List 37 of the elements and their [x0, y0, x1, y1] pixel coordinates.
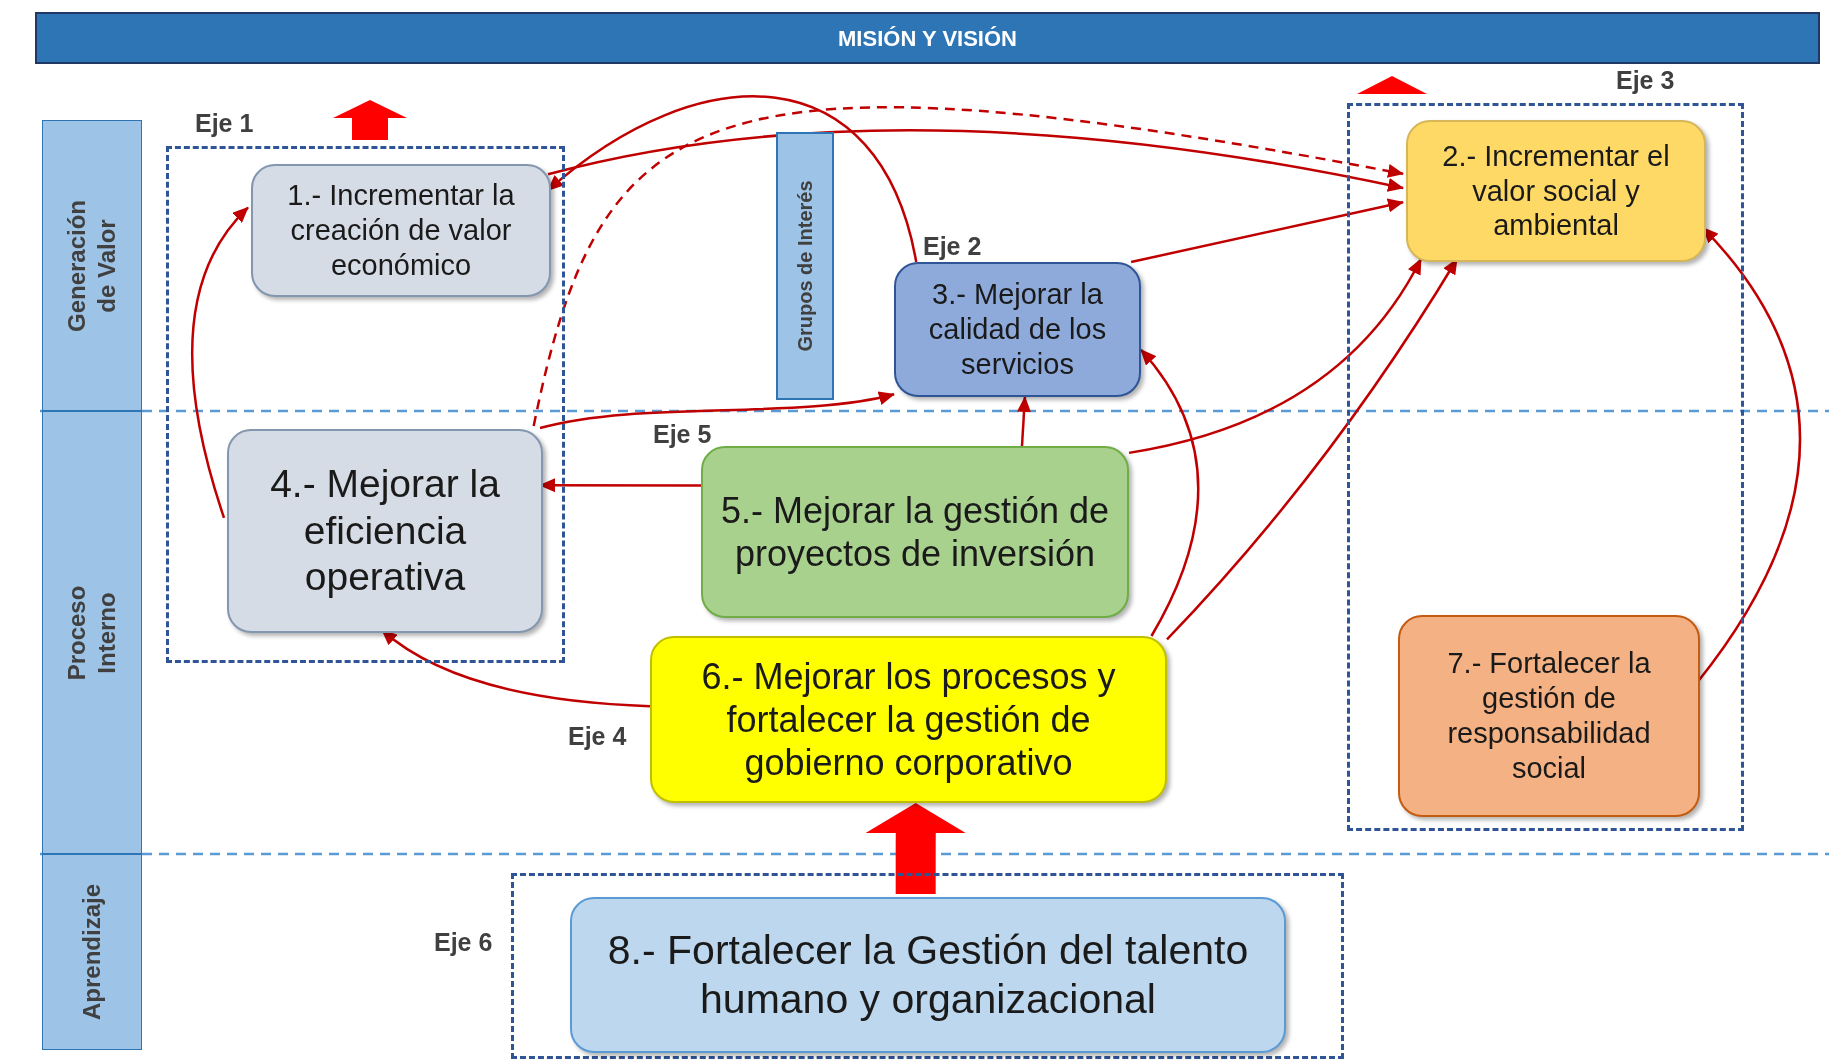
arrow [191, 206, 249, 519]
objective-text: 3.- Mejorar la calidad de los servicios [927, 277, 1108, 382]
axis-label: Eje 1 [195, 108, 254, 139]
objective-box [227, 429, 543, 633]
objective-text: 5.- Mejorar la gestión de proyectos de inversión [719, 488, 1111, 576]
objective-box [570, 897, 1286, 1053]
arrow [539, 390, 895, 430]
objective-text: 2.- Incrementar el valor social y ambiental [1441, 138, 1671, 244]
block-arrow [865, 803, 966, 894]
objective-text: 6.- Mejorar los procesos y fortalecer la gestión de gobierno corporativo [700, 654, 1117, 785]
axis-label: Eje 2 [923, 231, 982, 262]
objective-text: 4.- Mejorar la eficiencia operativa [269, 460, 501, 601]
stakeholder-bar [776, 132, 834, 400]
objective-text: 7.- Fortalecer la gestión de responsabilidad social [1446, 646, 1652, 786]
objective-box [251, 164, 551, 297]
axis-label: Eje 5 [653, 419, 712, 450]
axis-label: Eje 3 [1616, 65, 1675, 96]
arrow [1017, 396, 1031, 447]
objective-box [1406, 120, 1706, 262]
bar-label: Grupos de Interés [793, 180, 817, 352]
objective-box [1398, 615, 1700, 817]
axis-label: Eje 6 [434, 927, 493, 958]
arrow [1128, 258, 1423, 455]
axis-label: Eje 4 [568, 721, 627, 752]
band-label: Aprendizaje [77, 883, 106, 1022]
arrow [1130, 198, 1404, 264]
perspective-band [42, 120, 142, 411]
title-bar: MISIÓN Y VISIÓN [35, 12, 1820, 64]
perspective-band [42, 854, 142, 1050]
objective-text: 8.- Fortalecer la Gestión del talento humano y organizacional [606, 925, 1250, 1024]
arrow [1140, 348, 1200, 637]
perspective-band [42, 411, 142, 854]
arrow [547, 129, 1404, 192]
arrow [532, 106, 1404, 427]
objective-text: 1.- Incrementar la creación de valor económico [286, 178, 516, 283]
band-label: Generación de Valor [62, 198, 121, 334]
band-label: Proceso Interno [62, 584, 121, 682]
